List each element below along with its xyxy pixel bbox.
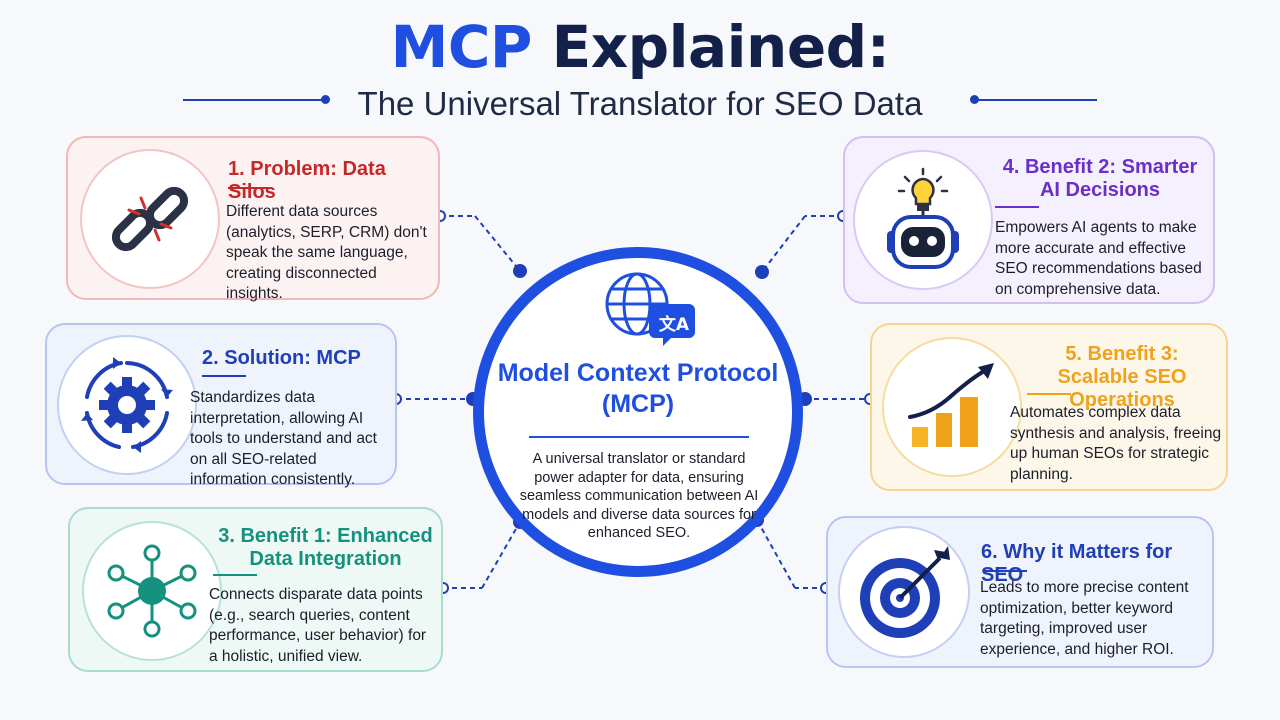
- subtitle-rule-dot-left: [321, 95, 330, 104]
- subtitle-rule-left: [183, 99, 323, 101]
- card-title-underline: [983, 570, 1027, 572]
- page-subtitle: The Universal Translator for SEO Data: [357, 85, 923, 122]
- center-hub: 文A Model Context Protocol (MCP) A univer…: [473, 247, 803, 577]
- card-title: 5. Benefit 3: Scalable SEO Operations: [1057, 343, 1187, 411]
- card-title-underline: [213, 574, 257, 576]
- svg-text:文A: 文A: [659, 314, 690, 335]
- card-title: 6. Why it Matters for SEO: [981, 541, 1173, 586]
- growth-chart-icon: [882, 337, 1022, 477]
- card-problem: 1. Problem: Data Silos Different data so…: [66, 136, 440, 302]
- page-title: MCP Explained:: [0, 14, 1280, 80]
- card-why-it-matters: 6. Why it Matters for SEO Leads to more …: [826, 516, 1214, 668]
- center-description: A universal translator or standard power…: [519, 451, 759, 541]
- card-title: 1. Problem: Data Silos: [228, 158, 386, 203]
- card-title-underline: [202, 375, 246, 377]
- target-arrow-icon: [838, 526, 970, 658]
- center-title-rule: [529, 436, 749, 438]
- card-solution: 2. Solution: MCP Standardizes data inter…: [45, 323, 397, 488]
- card-title-underline: [228, 187, 272, 189]
- broken-link-icon: [80, 149, 220, 289]
- network-hub-icon: [82, 521, 222, 661]
- card-description: Different data sources (analytics, SERP,…: [226, 203, 427, 302]
- card-description: Standardizes data interpretation, allowi…: [190, 389, 377, 488]
- card-title: 3. Benefit 1: Enhanced Data Integration: [218, 525, 433, 570]
- card-benefit-integration: 3. Benefit 1: Enhanced Data Integration …: [68, 507, 443, 672]
- subtitle-rule-right: [975, 99, 1097, 101]
- subtitle-rule-dot-right: [970, 95, 979, 104]
- robot-lightbulb-icon: [853, 150, 993, 290]
- card-title-underline: [995, 206, 1039, 208]
- card-description: Automates complex data synthesis and ana…: [1010, 404, 1222, 483]
- card-description: Empowers AI agents to make more accurate…: [995, 219, 1202, 298]
- card-description: Connects disparate data points (e.g., se…: [209, 586, 427, 665]
- center-title: Model Context Protocol (MCP): [497, 359, 779, 418]
- gear-cycle-icon: [57, 335, 197, 475]
- card-benefit-ai-decisions: 4. Benefit 2: Smarter AI Decisions Empow…: [843, 136, 1215, 304]
- card-description: Leads to more precise content optimizati…: [980, 579, 1189, 658]
- card-title: 2. Solution: MCP: [202, 347, 361, 369]
- card-title-underline: [1027, 393, 1071, 395]
- card-title: 4. Benefit 2: Smarter AI Decisions: [1002, 156, 1198, 201]
- card-benefit-scalable: 5. Benefit 3: Scalable SEO Operations Au…: [870, 323, 1228, 491]
- globe-translate-icon: 文A: [599, 264, 699, 354]
- title-rest: Explained:: [531, 13, 890, 81]
- title-acronym: MCP: [390, 13, 533, 81]
